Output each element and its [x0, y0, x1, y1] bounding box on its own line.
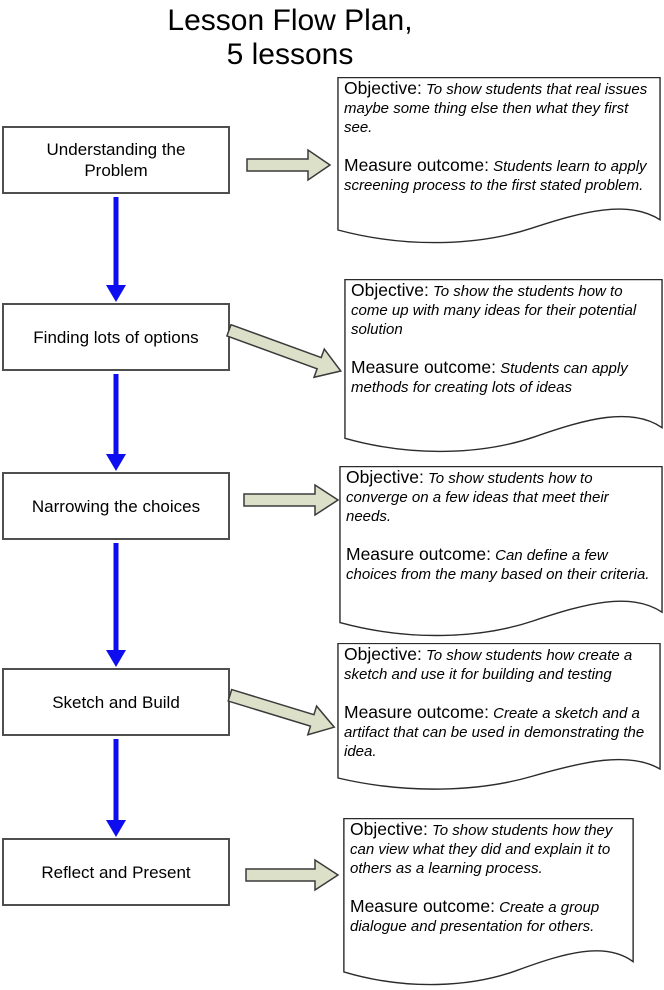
step-label: Narrowing the choices	[31, 496, 201, 516]
step-label: Finding lots of options	[33, 327, 199, 347]
outcome-label: Measure outcome:	[350, 896, 495, 916]
objective-label: Objective:	[344, 78, 422, 98]
objective-text: To show students that real issues maybe …	[344, 81, 648, 136]
step-label: Understanding the Problem	[46, 140, 186, 180]
right-arrow-icon	[227, 688, 336, 736]
step-box-reflect-present: Reflect and Present	[2, 838, 230, 906]
down-arrow-icon	[106, 739, 126, 837]
panel-finding-options: Objective: To show the students how to c…	[344, 279, 663, 456]
right-arrow-icon	[225, 323, 343, 379]
outcome-text: Create a sketch and a artifact that can …	[344, 705, 645, 760]
outcome-label: Measure outcome:	[344, 155, 489, 175]
outcome-text: Students learn to apply screening proces…	[344, 158, 647, 194]
right-arrow-icon	[245, 858, 340, 892]
page-title: Lesson Flow Plan, 5 lessons	[167, 4, 413, 71]
outcome-label: Measure outcome:	[346, 544, 491, 564]
objective-label: Objective:	[350, 819, 428, 839]
panel-reflect-present: Objective: To show students how they can…	[343, 818, 634, 989]
down-arrow-icon	[106, 374, 126, 471]
outcome-text: Can define a few choices from the many b…	[346, 547, 650, 583]
objective-text: To show students how create a sketch and…	[344, 647, 633, 683]
document-shape	[337, 643, 661, 793]
down-arrow-icon	[106, 543, 126, 667]
step-label: Sketch and Build	[52, 692, 180, 712]
document-shape	[343, 818, 634, 989]
outcome-text: Students can apply methods for creating …	[351, 360, 628, 396]
document-shape	[339, 466, 663, 640]
document-shape	[344, 279, 663, 456]
panel-sketch-build: Objective: To show students how create a…	[337, 643, 661, 793]
step-box-understanding-problem: Understanding the Problem	[2, 126, 230, 194]
objective-label: Objective:	[351, 280, 429, 300]
panel-text: Objective: To show students how to conve…	[346, 468, 657, 584]
step-box-sketch-build: Sketch and Build	[2, 668, 230, 736]
panel-understanding-problem: Objective: To show students that real is…	[337, 77, 661, 247]
outcome-text: Create a group dialogue and presentation…	[350, 899, 600, 935]
step-box-narrowing-choices: Narrowing the choices	[2, 472, 230, 540]
panel-narrowing-choices: Objective: To show students how to conve…	[339, 466, 663, 640]
right-arrow-icon	[246, 148, 332, 182]
right-arrow-icon	[243, 483, 340, 517]
objective-text: To show the students how to come up with…	[351, 283, 637, 338]
objective-text: To show students how they can view what …	[350, 822, 613, 877]
panel-text: Objective: To show the students how to c…	[351, 281, 657, 397]
objective-label: Objective:	[344, 644, 422, 664]
panel-text: Objective: To show students how create a…	[344, 645, 655, 761]
outcome-label: Measure outcome:	[344, 702, 489, 722]
down-arrow-icon	[106, 197, 126, 302]
objective-label: Objective:	[346, 467, 424, 487]
step-box-finding-options: Finding lots of options	[2, 303, 230, 371]
outcome-label: Measure outcome:	[351, 357, 496, 377]
step-label: Reflect and Present	[41, 862, 191, 882]
panel-text: Objective: To show students how they can…	[350, 820, 628, 936]
panel-text: Objective: To show students that real is…	[344, 79, 655, 195]
document-shape	[337, 77, 661, 247]
objective-text: To show students how to converge on a fe…	[346, 470, 609, 525]
